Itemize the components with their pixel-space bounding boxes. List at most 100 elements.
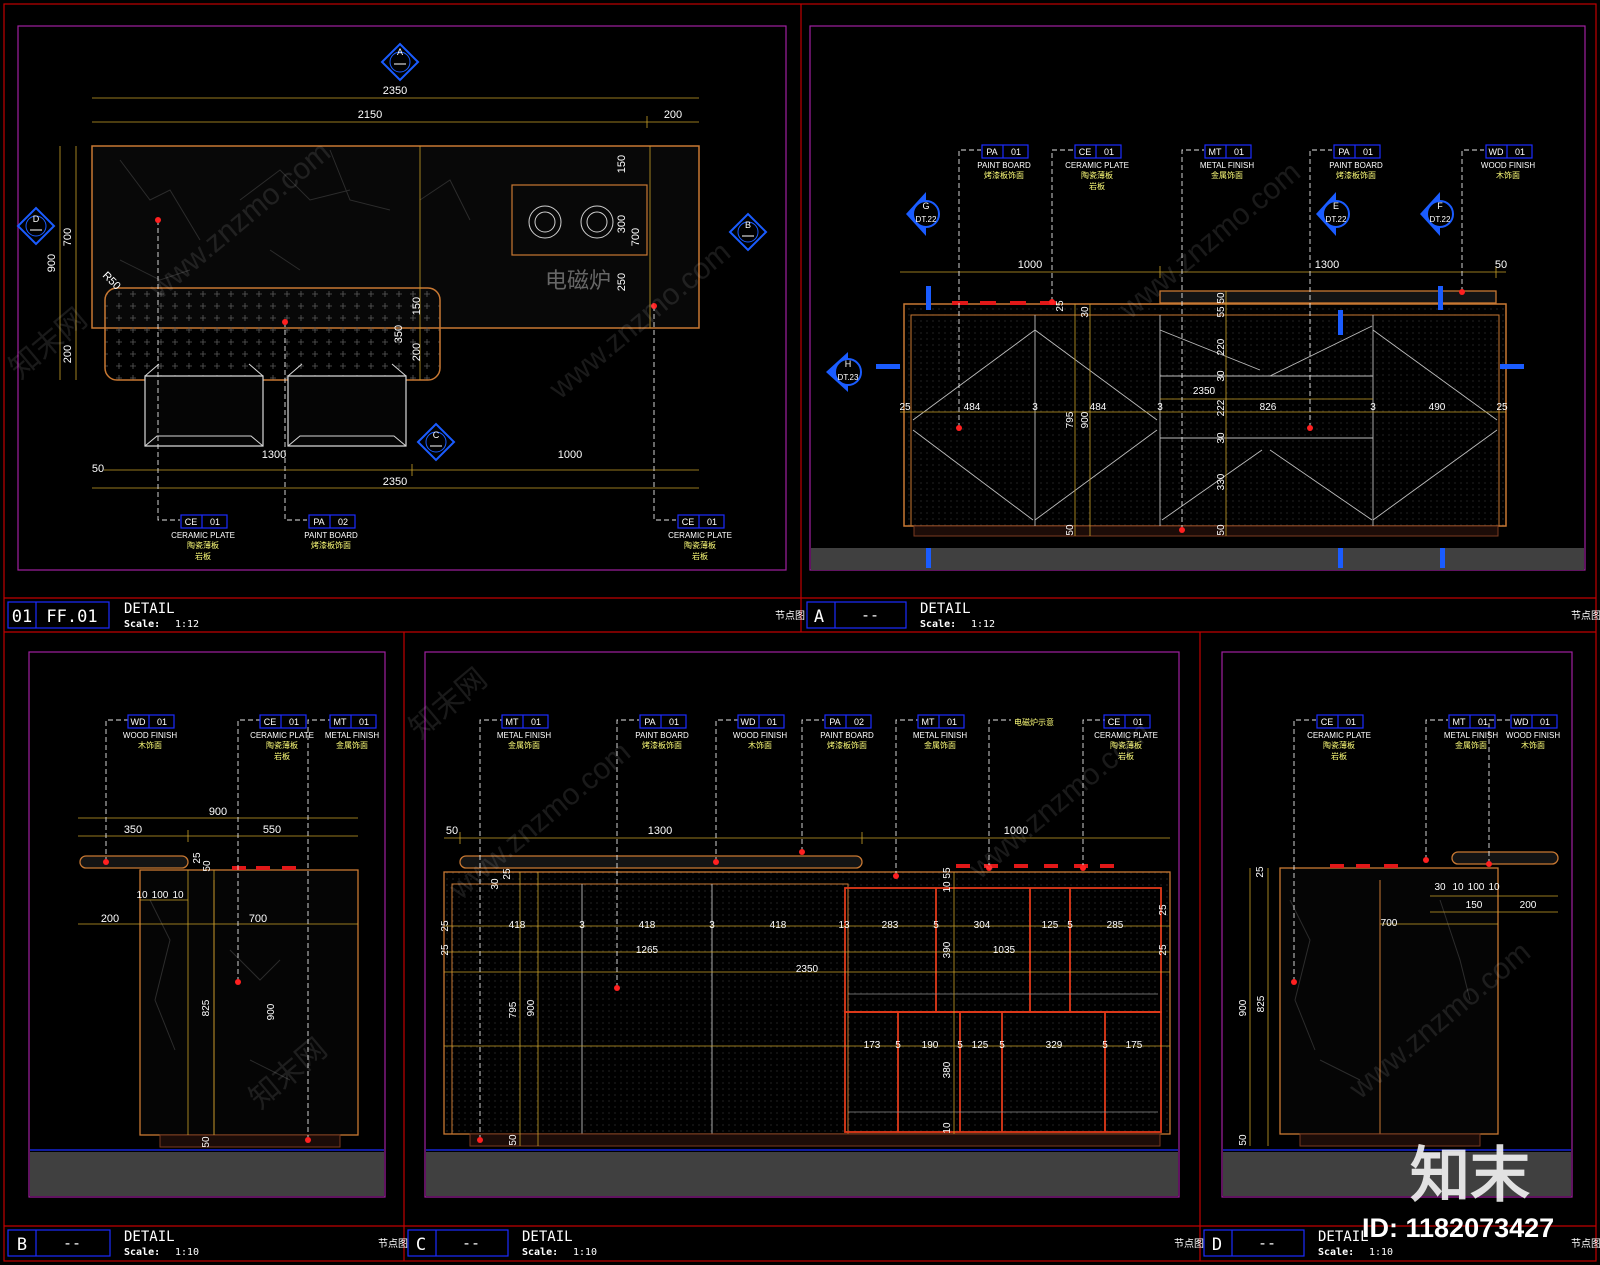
dim-text: 10 55 <box>942 867 953 892</box>
dim-text: 900 <box>526 999 537 1016</box>
tag-material-cn: 金属饰面 <box>508 740 540 750</box>
svg-text:H: H <box>845 359 852 369</box>
tag-number: 01 <box>289 717 299 727</box>
dim-text: 484 <box>1090 402 1107 413</box>
panel-code: -- <box>462 1234 480 1252</box>
drawing-note: 节点图 <box>1571 1238 1600 1250</box>
tag-box <box>824 714 872 729</box>
tag-number: 01 <box>1346 717 1356 727</box>
dim-text: 380 <box>942 1061 953 1078</box>
dim-text: 25 <box>1158 944 1169 956</box>
tag-code: PA <box>986 147 997 157</box>
dim-text: 25 <box>502 868 513 880</box>
tag-material-cn: 木饰面 <box>748 740 772 750</box>
dim-text: 13 <box>838 920 850 931</box>
tag-code: MT <box>1453 717 1466 727</box>
svg-text:B: B <box>745 220 751 230</box>
tag-material-en: WOOD FINISH <box>1481 161 1535 170</box>
dim-text: 10 <box>136 890 148 901</box>
tag-number: 01 <box>1234 147 1244 157</box>
watermark-logo: 知末 <box>1410 1142 1530 1209</box>
tag-number: 01 <box>1133 717 1143 727</box>
dim-text: 1035 <box>993 945 1016 956</box>
tag-material-cn: 木饰面 <box>1496 170 1520 180</box>
dim-text: 50 <box>446 825 458 837</box>
dim-text: 1300 <box>648 825 672 837</box>
tag-material-en: METAL FINISH <box>913 731 967 740</box>
svg-text:A: A <box>397 47 403 57</box>
dim-text: 50 <box>1216 524 1227 536</box>
svg-text:E: E <box>1333 201 1339 211</box>
dim-text: 250 <box>616 273 628 291</box>
dim-text: 200 <box>664 109 682 121</box>
panel-D-elevation: 25 30 10 100 10 150 200 700 900 825 50 <box>1223 719 1571 1196</box>
tag-material-cn2: 岩板 <box>1118 751 1134 761</box>
tag-box <box>1485 144 1533 159</box>
tag-code: WD <box>1514 717 1529 727</box>
title-block-01: 01 FF.01 DETAIL Scale: 1:12 节点图 <box>7 601 805 630</box>
marble-veins <box>119 149 471 281</box>
drawing-note: 节点图 <box>1174 1238 1204 1250</box>
tag-material-en: METAL FINISH <box>325 731 379 740</box>
dim-text: 10 <box>1452 882 1464 893</box>
dim-text: 900 <box>209 806 227 818</box>
tag-code: PA <box>1338 147 1349 157</box>
dim-text: 2150 <box>358 109 382 121</box>
title-block-B: B -- DETAIL Scale: 1:10 节点图 <box>7 1229 408 1258</box>
tag-material-en: WOOD FINISH <box>123 731 177 740</box>
drawing-note: 节点图 <box>775 610 805 622</box>
tag-box <box>329 714 377 729</box>
dim-text: 1300 <box>262 449 286 461</box>
tag-material-en: CERAMIC PLATE <box>1307 731 1371 740</box>
tag-number: 01 <box>1104 147 1114 157</box>
section-mark-H: H DT.23 <box>826 352 862 392</box>
tag-number: 01 <box>210 517 220 527</box>
scale-label: Scale: <box>1318 1247 1354 1258</box>
floor-slab <box>30 1152 384 1196</box>
section-mark-F: F DT.22 <box>1420 192 1454 236</box>
section-symbol-A: A <box>380 42 420 82</box>
tag-code: WD <box>741 717 756 727</box>
scale-label: Scale: <box>124 1247 160 1258</box>
tag-number: 01 <box>1478 717 1488 727</box>
tag-material-en: PAINT BOARD <box>304 531 358 540</box>
svg-text:DT.23: DT.23 <box>838 373 859 382</box>
dim-text: 1000 <box>558 449 582 461</box>
dim-text: 900 <box>46 254 58 272</box>
tag-code: WD <box>1489 147 1504 157</box>
tag-material-en: METAL FINISH <box>497 731 551 740</box>
tag-material-en: METAL FINISH <box>1444 731 1498 740</box>
tag-number: 01 <box>707 517 717 527</box>
tag-material-cn: 金属饰面 <box>1455 740 1487 750</box>
dim-text: 390 <box>942 941 953 958</box>
dim-text: 3 <box>1032 402 1038 413</box>
dim-text: 200 <box>411 343 423 361</box>
tag-number: 01 <box>1515 147 1525 157</box>
panel-code: -- <box>861 606 879 624</box>
tag-box <box>1316 714 1364 729</box>
tag-material-cn2: 岩板 <box>274 751 290 761</box>
dim-text: 125 <box>972 1040 989 1051</box>
tag-material-en: WOOD FINISH <box>1506 731 1560 740</box>
tag-code: PA <box>644 717 655 727</box>
tag-material-cn: 金属饰面 <box>924 740 956 750</box>
tag-code: CE <box>1079 147 1092 157</box>
dim-text: 484 <box>964 402 981 413</box>
counter-top <box>1159 290 1497 304</box>
dim-text: 25 <box>440 920 451 932</box>
scale-value: 1:12 <box>175 619 199 630</box>
tag-material-cn2: 岩板 <box>692 551 708 561</box>
tag-number: 01 <box>767 717 777 727</box>
bar-counter <box>104 287 441 381</box>
tag-material-en: CERAMIC PLATE <box>250 731 314 740</box>
panel-number: C <box>416 1235 426 1255</box>
dim-text: 5 <box>957 1040 963 1051</box>
dim-text: 25 <box>192 852 203 864</box>
dim-text: 330 <box>1216 473 1227 490</box>
watermark-id: ID: 1182073427 <box>1362 1213 1554 1243</box>
section-mark-G: G DT.22 <box>906 192 940 236</box>
tag-code: MT <box>506 717 519 727</box>
panel-A-elevation: 1000 1300 50 25 25 484 3 484 3 2350 826 … <box>811 149 1584 570</box>
panel-number: D <box>1212 1235 1222 1255</box>
